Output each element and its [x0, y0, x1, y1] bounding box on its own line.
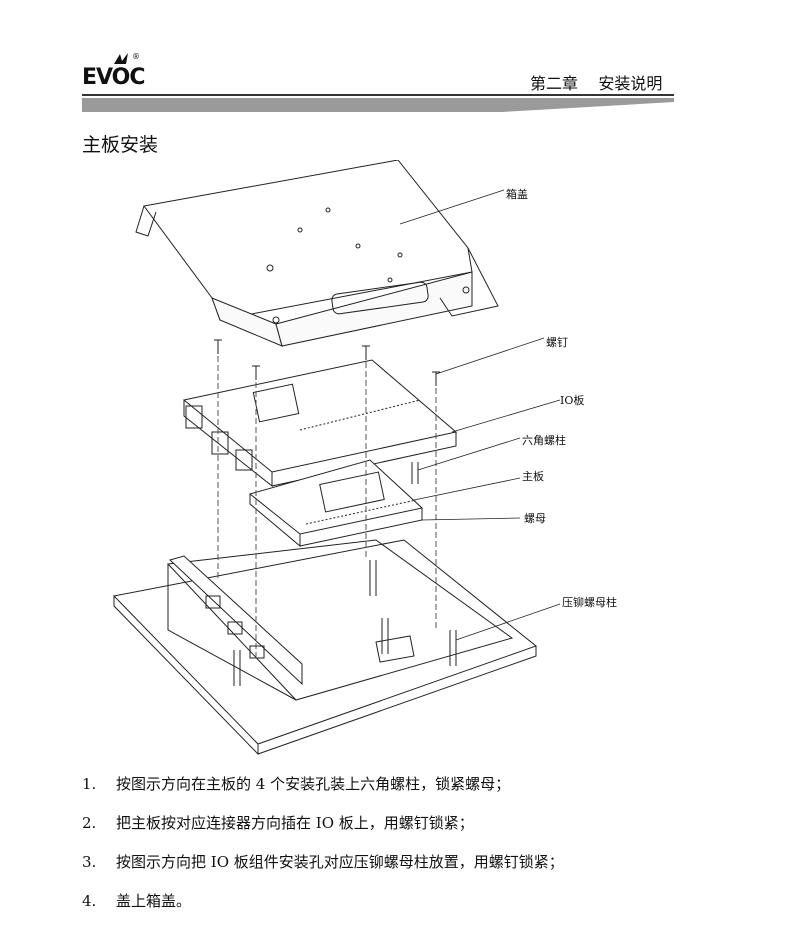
- label-lid: 箱盖: [506, 187, 528, 201]
- header-rule: [82, 94, 674, 112]
- step-item: 3. 按图示方向把 IO 板组件安装孔对应压铆螺母柱放置，用螺钉锁紧；: [82, 850, 722, 889]
- step-text: 把主板按对应连接器方向插在 IO 板上，用螺钉锁紧；: [116, 814, 474, 832]
- label-mainboard: 主板: [522, 469, 544, 483]
- step-text: 按图示方向把 IO 板组件安装孔对应压铆螺母柱放置，用螺钉锁紧；: [116, 853, 564, 871]
- screws-drawing: [214, 339, 440, 386]
- label-io-board: IO板: [560, 393, 584, 407]
- mainboard-drawing: [248, 459, 424, 548]
- step-number: 2.: [82, 814, 97, 832]
- label-nut: 螺母: [524, 512, 546, 525]
- step-text: 盖上箱盖。: [116, 892, 192, 910]
- section-title: 主板安装: [82, 133, 159, 156]
- leader-hex-standoff: [417, 437, 521, 471]
- hex-standoff-drawing: [411, 462, 419, 484]
- label-hex-standoff: 六角螺柱: [522, 433, 566, 447]
- chapter-heading: 第二章 安装说明: [530, 70, 662, 94]
- step-number: 4.: [82, 892, 97, 910]
- step-item: 4. 盖上箱盖。: [82, 889, 722, 928]
- step-text: 按图示方向在主板的 4 个安装孔装上六角螺柱，锁紧螺母；: [116, 775, 511, 793]
- chapter-number: 第二章: [530, 74, 579, 93]
- step-number: 1.: [82, 775, 97, 793]
- label-screws: 螺钉: [546, 336, 568, 349]
- leader-screws: [435, 337, 545, 375]
- step-item: 1. 按图示方向在主板的 4 个安装孔装上六角螺柱，锁紧螺母；: [82, 772, 722, 811]
- leader-press-rivet-standoff: [455, 603, 561, 641]
- io-board-drawing: [182, 359, 458, 488]
- base-chassis-drawing: [112, 539, 538, 756]
- evoc-logo: ® EVOC: [82, 52, 146, 92]
- leader-mainboard: [413, 477, 521, 501]
- registered-mark: ®: [132, 52, 140, 61]
- step-number: 3.: [82, 853, 97, 871]
- lid-drawing: [135, 160, 499, 347]
- logo-text: EVOC: [82, 65, 146, 90]
- installation-steps: 1. 按图示方向在主板的 4 个安装孔装上六角螺柱，锁紧螺母； 2. 把主板按对…: [82, 772, 722, 928]
- step-item: 2. 把主板按对应连接器方向插在 IO 板上，用螺钉锁紧；: [82, 811, 722, 850]
- label-press-rivet-standoff: 压铆螺母柱: [562, 595, 617, 609]
- leader-io-board: [451, 399, 561, 433]
- logo-star-icon: [114, 53, 128, 64]
- leader-nut: [421, 517, 521, 521]
- leader-lid: [399, 189, 505, 225]
- chapter-title: 安装说明: [598, 74, 663, 93]
- assembly-diagram: 箱盖 螺钉 IO板 六角螺柱 主板 螺母 压铆螺母柱: [112, 160, 617, 756]
- assembly-axis-lines: [217, 356, 437, 660]
